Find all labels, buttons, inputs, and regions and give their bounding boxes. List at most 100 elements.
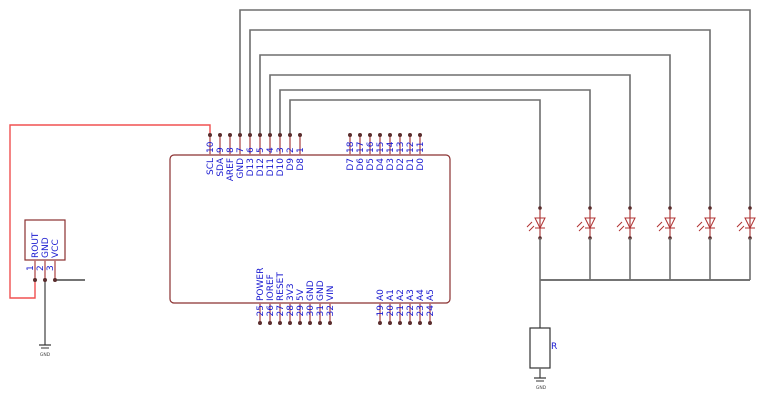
led-light-arrow <box>578 225 585 232</box>
pin-name-label: D13 <box>246 158 256 176</box>
pin-name-label: VIN <box>326 285 336 301</box>
pin-number-label: 11 <box>416 142 426 153</box>
pin-terminal[interactable] <box>258 321 262 325</box>
pin-terminal[interactable] <box>278 133 282 137</box>
pin-terminal[interactable] <box>428 321 432 325</box>
pin-terminal[interactable] <box>53 278 57 282</box>
pin-terminal[interactable] <box>308 321 312 325</box>
pin-terminal[interactable] <box>228 133 232 137</box>
led <box>616 206 636 280</box>
pin-number-label: 21 <box>396 305 406 316</box>
pin-terminal[interactable] <box>238 133 242 137</box>
pin-number-label: 1 <box>296 147 306 153</box>
pin-number-label: 22 <box>406 305 416 316</box>
led-light-arrow <box>528 225 535 232</box>
pin-name-label: D11 <box>266 158 276 176</box>
sensor-pin-number-label: 2 <box>36 265 46 271</box>
pin-name-label: D3 <box>386 158 396 171</box>
pin-terminal[interactable] <box>43 278 47 282</box>
led-light-arrow <box>618 225 625 232</box>
led-anode-terminal[interactable] <box>538 206 542 210</box>
pin-name-label: POWER <box>256 268 266 301</box>
led-anode-terminal[interactable] <box>748 206 752 210</box>
led-wire-d8 <box>289 99 541 208</box>
sensor-pin-name-label: VCC <box>51 239 61 258</box>
pin-terminal[interactable] <box>378 321 382 325</box>
led-anode-terminal[interactable] <box>668 206 672 210</box>
pin-name-label: RESET <box>276 272 286 301</box>
pin-terminal[interactable] <box>328 321 332 325</box>
pin-terminal[interactable] <box>288 133 292 137</box>
pin-terminal[interactable] <box>388 133 392 137</box>
led-light-arrow <box>696 221 703 228</box>
pin-number-label: 26 <box>266 305 276 317</box>
pin-name-label: SDA <box>216 157 226 176</box>
led-signal-wires <box>239 9 751 208</box>
pin-number-label: 8 <box>226 147 236 153</box>
pin-terminal[interactable] <box>398 321 402 325</box>
led-anode-terminal[interactable] <box>588 206 592 210</box>
pin-terminal[interactable] <box>388 321 392 325</box>
led-triangle <box>704 217 716 230</box>
led-wire-d12 <box>249 29 711 208</box>
led-triangle <box>534 217 546 230</box>
sensor-pin-name-label: ROUT <box>31 232 41 258</box>
arduino-labels: 10SCL9SDA8AREF7GND6D135D124D113D102D91D8… <box>206 141 436 316</box>
pin-terminal[interactable] <box>408 133 412 137</box>
led-triangle <box>744 217 756 230</box>
pin-terminal[interactable] <box>418 133 422 137</box>
pin-number-label: 10 <box>206 141 216 153</box>
pin-number-label: 25 <box>256 305 266 316</box>
pin-terminal[interactable] <box>298 133 302 137</box>
led-light-arrow <box>658 225 665 232</box>
pin-name-label: D6 <box>356 158 366 171</box>
pin-name-label: SCL <box>206 158 216 175</box>
pin-terminal[interactable] <box>288 321 292 325</box>
led-wire-d10 <box>269 74 631 208</box>
sensor-pin-number-label: 3 <box>46 265 56 271</box>
pin-name-label: 3V3 <box>286 283 296 301</box>
pin-terminal[interactable] <box>248 133 252 137</box>
led-light-arrow <box>526 221 533 228</box>
pin-name-label: D5 <box>366 158 376 171</box>
led-triangle <box>624 217 636 230</box>
pin-terminal[interactable] <box>398 133 402 137</box>
pin-terminal[interactable] <box>278 321 282 325</box>
pin-terminal[interactable] <box>348 133 352 137</box>
pin-terminal[interactable] <box>368 133 372 137</box>
pin-terminal[interactable] <box>258 133 262 137</box>
pin-name-label: GND <box>316 280 326 301</box>
pin-number-label: 7 <box>236 147 246 153</box>
pin-number-label: 16 <box>366 141 376 153</box>
pin-terminal[interactable] <box>268 133 272 137</box>
pin-number-label: 28 <box>286 305 296 317</box>
led <box>576 206 596 280</box>
pin-terminal[interactable] <box>358 133 362 137</box>
pin-terminal[interactable] <box>33 278 37 282</box>
led-anode-terminal[interactable] <box>708 206 712 210</box>
pin-terminal[interactable] <box>408 321 412 325</box>
pin-terminal[interactable] <box>298 321 302 325</box>
pin-terminal[interactable] <box>378 133 382 137</box>
pin-number-label: 4 <box>266 147 276 153</box>
pin-terminal[interactable] <box>218 133 222 137</box>
pin-terminal[interactable] <box>318 321 322 325</box>
pin-terminal[interactable] <box>268 321 272 325</box>
pin-number-label: 19 <box>376 305 386 317</box>
pin-name-label: D9 <box>286 158 296 171</box>
pin-name-label: D12 <box>256 158 266 176</box>
pin-number-label: 18 <box>346 141 356 153</box>
pin-terminal[interactable] <box>208 133 212 137</box>
pin-terminal[interactable] <box>418 321 422 325</box>
pin-name-label: D0 <box>416 158 426 171</box>
pin-number-label: 14 <box>386 141 396 153</box>
pin-name-label: D1 <box>406 158 416 171</box>
arduino-pins <box>208 133 432 325</box>
pin-name-label: A4 <box>416 289 426 301</box>
led-wire-d13 <box>239 9 751 208</box>
pin-number-label: 6 <box>246 147 256 153</box>
led-anode-terminal[interactable] <box>628 206 632 210</box>
resistor-label: R <box>551 342 557 352</box>
